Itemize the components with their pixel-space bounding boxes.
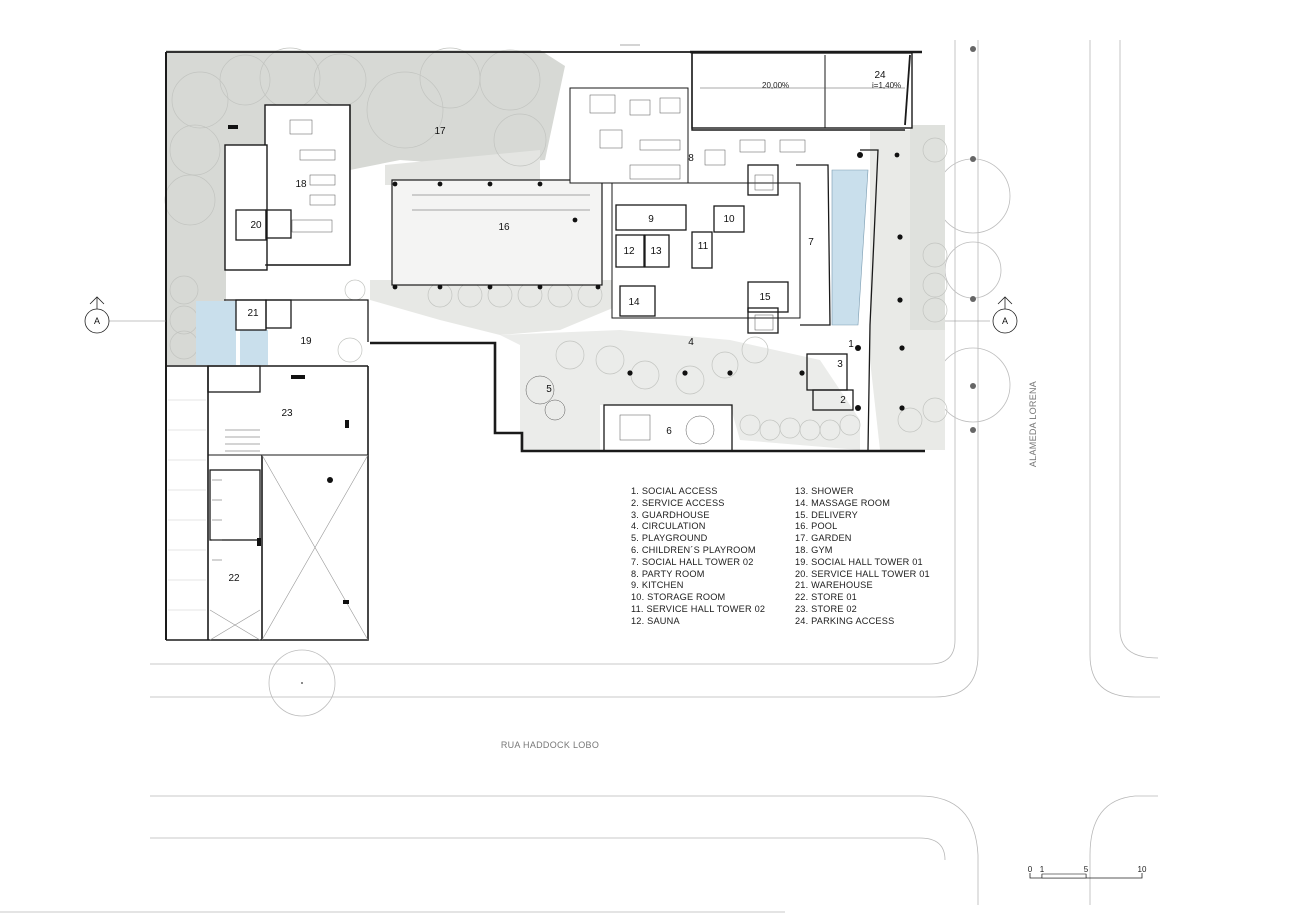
room-label-10: 10 — [723, 214, 735, 225]
ramp-slope-label: 20,00% — [762, 81, 789, 90]
legend-item: 9. KITCHEN — [631, 580, 684, 591]
room-label-23: 23 — [281, 408, 293, 419]
section-marker-right-label: A — [1002, 316, 1008, 326]
ramp-slope-label: i=1,40% — [872, 81, 901, 90]
scale-tick-label: 0 — [1028, 865, 1033, 874]
columns — [228, 125, 905, 604]
room-label-14: 14 — [628, 297, 640, 308]
store-void-lines — [209, 454, 369, 641]
legend-item: 5. PLAYGROUND — [631, 533, 708, 544]
room-label-12: 12 — [623, 246, 635, 257]
scale-bar: 0 1 5 10 — [1028, 865, 1147, 879]
legend-item: 20. SERVICE HALL TOWER 01 — [795, 568, 930, 579]
legend-item: 17. GARDEN — [795, 533, 852, 544]
room-label-15: 15 — [759, 292, 771, 303]
legend-item: 10. STORAGE ROOM — [631, 592, 726, 603]
legend-item: 3. GUARDHOUSE — [631, 509, 710, 520]
section-marker-right — [992, 308, 1018, 334]
scale-tick-label: 1 — [1040, 865, 1045, 874]
legend-left-column: 1. SOCIAL ACCESS 2. SERVICE ACCESS 3. GU… — [631, 486, 765, 628]
legend-item: 4. CIRCULATION — [631, 521, 706, 532]
legend-item: 15. DELIVERY — [795, 509, 859, 520]
room-label-7: 7 — [808, 237, 814, 248]
room-label-21: 21 — [247, 308, 259, 319]
street-name-east: ALAMEDA LORENA — [1028, 381, 1038, 467]
street-curbs — [0, 40, 1160, 913]
legend-item: 19. SOCIAL HALL TOWER 01 — [795, 556, 923, 567]
room-label-1: 1 — [848, 339, 854, 350]
legend-item: 12. SAUNA — [631, 615, 680, 626]
furniture-hints — [212, 44, 905, 561]
room-label-4: 4 — [688, 337, 694, 348]
room-label-6: 6 — [666, 426, 672, 437]
legend-item: 2. SERVICE ACCESS — [631, 497, 725, 508]
legend-item: 21. WAREHOUSE — [795, 580, 873, 591]
legend-item: 23. STORE 02 — [795, 603, 857, 614]
section-marker-left-label: A — [94, 316, 100, 326]
legend-item: 11. SERVICE HALL TOWER 02 — [631, 603, 766, 614]
room-label-2: 2 — [840, 395, 846, 406]
room-label-19: 19 — [300, 336, 312, 347]
legend-item: 18. GYM — [795, 544, 833, 555]
room-label-17: 17 — [434, 126, 446, 137]
legend-item: 22. STORE 01 — [795, 592, 857, 603]
legend-item: 14. MASSAGE ROOM — [795, 497, 891, 508]
room-walls — [207, 105, 879, 541]
room-label-24: 24 — [874, 70, 886, 81]
legend-item: 7. SOCIAL HALL TOWER 02 — [631, 556, 754, 567]
room-label-16: 16 — [498, 222, 510, 233]
parking-stripes — [168, 399, 206, 611]
ramp-labels: 20,00% i=1,40% — [762, 81, 901, 90]
street-light-dots — [301, 46, 976, 684]
scale-tick-label: 10 — [1138, 865, 1147, 874]
legend-item: 1. SOCIAL ACCESS — [631, 486, 718, 496]
room-label-11: 11 — [698, 241, 709, 252]
legend-item: 8. PARTY ROOM — [631, 568, 705, 579]
room-label-5: 5 — [546, 384, 552, 395]
room-label-22: 22 — [228, 573, 240, 584]
room-label-3: 3 — [837, 359, 843, 370]
street-name-south: RUA HADDOCK LOBO — [501, 740, 599, 750]
legend-right-column: 13. SHOWER 14. MASSAGE ROOM 15. DELIVERY… — [795, 486, 930, 628]
legend-item: 6. CHILDREN´S PLAYROOM — [631, 544, 756, 555]
room-label-9: 9 — [648, 214, 654, 225]
section-marker-left — [84, 308, 110, 334]
section-markers: A A — [84, 296, 1018, 334]
scale-tick-label: 5 — [1084, 865, 1089, 874]
legend-item: 13. SHOWER — [795, 486, 854, 496]
room-label-13: 13 — [650, 246, 662, 257]
legend-item: 16. POOL — [795, 521, 838, 532]
legend-item: 24. PARKING ACCESS — [795, 615, 895, 626]
room-labels: 1 2 3 4 5 6 7 8 9 10 11 12 13 14 15 16 1… — [228, 70, 886, 584]
room-label-8: 8 — [688, 153, 694, 164]
room-label-20: 20 — [250, 220, 262, 231]
room-label-18: 18 — [295, 179, 307, 190]
